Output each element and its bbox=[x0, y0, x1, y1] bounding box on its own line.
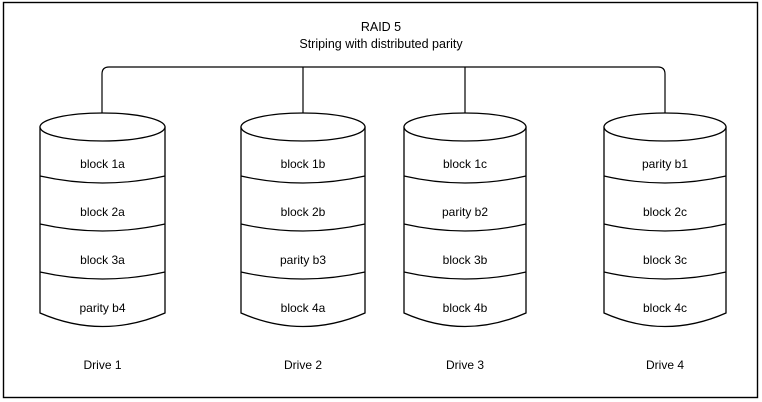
drive-3-divider-3 bbox=[403, 271, 527, 280]
drive-4-cylinder-body bbox=[603, 126, 727, 328]
drive-1-divider-1 bbox=[39, 175, 166, 184]
drive-2-divider-3 bbox=[240, 271, 366, 280]
drive-4-cylinder-top bbox=[603, 112, 727, 142]
drive-4-divider-3 bbox=[603, 271, 727, 280]
drive-2-cylinder-body bbox=[240, 126, 366, 328]
drive-3-block-2: parity b2 bbox=[442, 205, 488, 219]
drive-3-group: block 1c parity b2 block 3b block 4b Dri… bbox=[403, 112, 527, 372]
drive-2-label: Drive 2 bbox=[284, 358, 322, 372]
drive-3-cylinder-body bbox=[403, 126, 527, 328]
drive-1-block-2: block 2a bbox=[80, 205, 125, 219]
drive-1-divider-3 bbox=[39, 271, 166, 280]
drive-3-block-1: block 1c bbox=[443, 157, 487, 171]
drive-1-cylinder-top bbox=[39, 112, 166, 142]
drive-1-cylinder-body bbox=[39, 126, 166, 328]
drive-2-block-1: block 1b bbox=[281, 157, 326, 171]
drive-4-block-4: block 4c bbox=[643, 301, 687, 315]
drive-4-divider-1 bbox=[603, 175, 727, 184]
drive-3-cylinder-top bbox=[403, 112, 527, 142]
drive-2-divider-2 bbox=[240, 223, 366, 232]
drive-1-label: Drive 1 bbox=[83, 358, 121, 372]
drive-3-block-3: block 3b bbox=[443, 253, 488, 267]
drive-1-block-1: block 1a bbox=[80, 157, 125, 171]
diagram-title-line1: RAID 5 bbox=[361, 20, 401, 34]
drive-4-divider-2 bbox=[603, 223, 727, 232]
drive-2-group: block 1b block 2b parity b3 block 4a Dri… bbox=[240, 112, 366, 372]
drive-1-divider-2 bbox=[39, 223, 166, 232]
connector-bracket bbox=[101, 66, 666, 124]
drive-4-block-1: parity b1 bbox=[642, 157, 688, 171]
drive-2-divider-1 bbox=[240, 175, 366, 184]
diagram-subtitle-line2: Striping with distributed parity bbox=[299, 37, 463, 51]
drive-2-block-3: parity b3 bbox=[280, 253, 326, 267]
drive-3-block-4: block 4b bbox=[443, 301, 488, 315]
drive-4-label: Drive 4 bbox=[646, 358, 684, 372]
drive-4-block-2: block 2c bbox=[643, 205, 687, 219]
drive-3-label: Drive 3 bbox=[446, 358, 484, 372]
drive-1-block-4: parity b4 bbox=[79, 301, 125, 315]
drive-3-divider-1 bbox=[403, 175, 527, 184]
drive-4-block-3: block 3c bbox=[643, 253, 687, 267]
drive-4-group: parity b1 block 2c block 3c block 4c Dri… bbox=[603, 112, 727, 372]
drive-3-divider-2 bbox=[403, 223, 527, 232]
drive-2-block-4: block 4a bbox=[281, 301, 326, 315]
drive-1-block-3: block 3a bbox=[80, 253, 125, 267]
drive-1-group: block 1a block 2a block 3a parity b4 Dri… bbox=[39, 112, 166, 372]
drive-2-cylinder-top bbox=[240, 112, 366, 142]
drive-2-block-2: block 2b bbox=[281, 205, 326, 219]
